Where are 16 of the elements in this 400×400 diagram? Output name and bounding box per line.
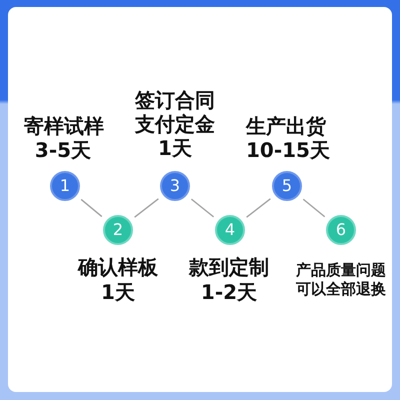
connector-line xyxy=(302,198,326,218)
duration-label: 10-15天 xyxy=(246,138,330,162)
note-text: 产品质量问题可以全部退换 xyxy=(295,261,387,299)
step-title: 寄样试样 xyxy=(24,114,104,138)
connector-line xyxy=(134,198,159,218)
duration-label: 1天 xyxy=(101,280,135,304)
connector-line xyxy=(190,198,214,218)
duration-label: 1天 xyxy=(158,136,192,160)
step-title: 签订合同支付定金 xyxy=(134,88,216,136)
step-title: 确认样板 xyxy=(78,255,158,279)
step-title: 款到定制 xyxy=(189,255,269,279)
duration-label: 1-2天 xyxy=(200,280,258,304)
connector-line xyxy=(80,198,102,218)
step-title: 生产出货 xyxy=(246,114,326,138)
connector-line xyxy=(246,198,271,218)
duration-label: 3-5天 xyxy=(34,138,92,162)
